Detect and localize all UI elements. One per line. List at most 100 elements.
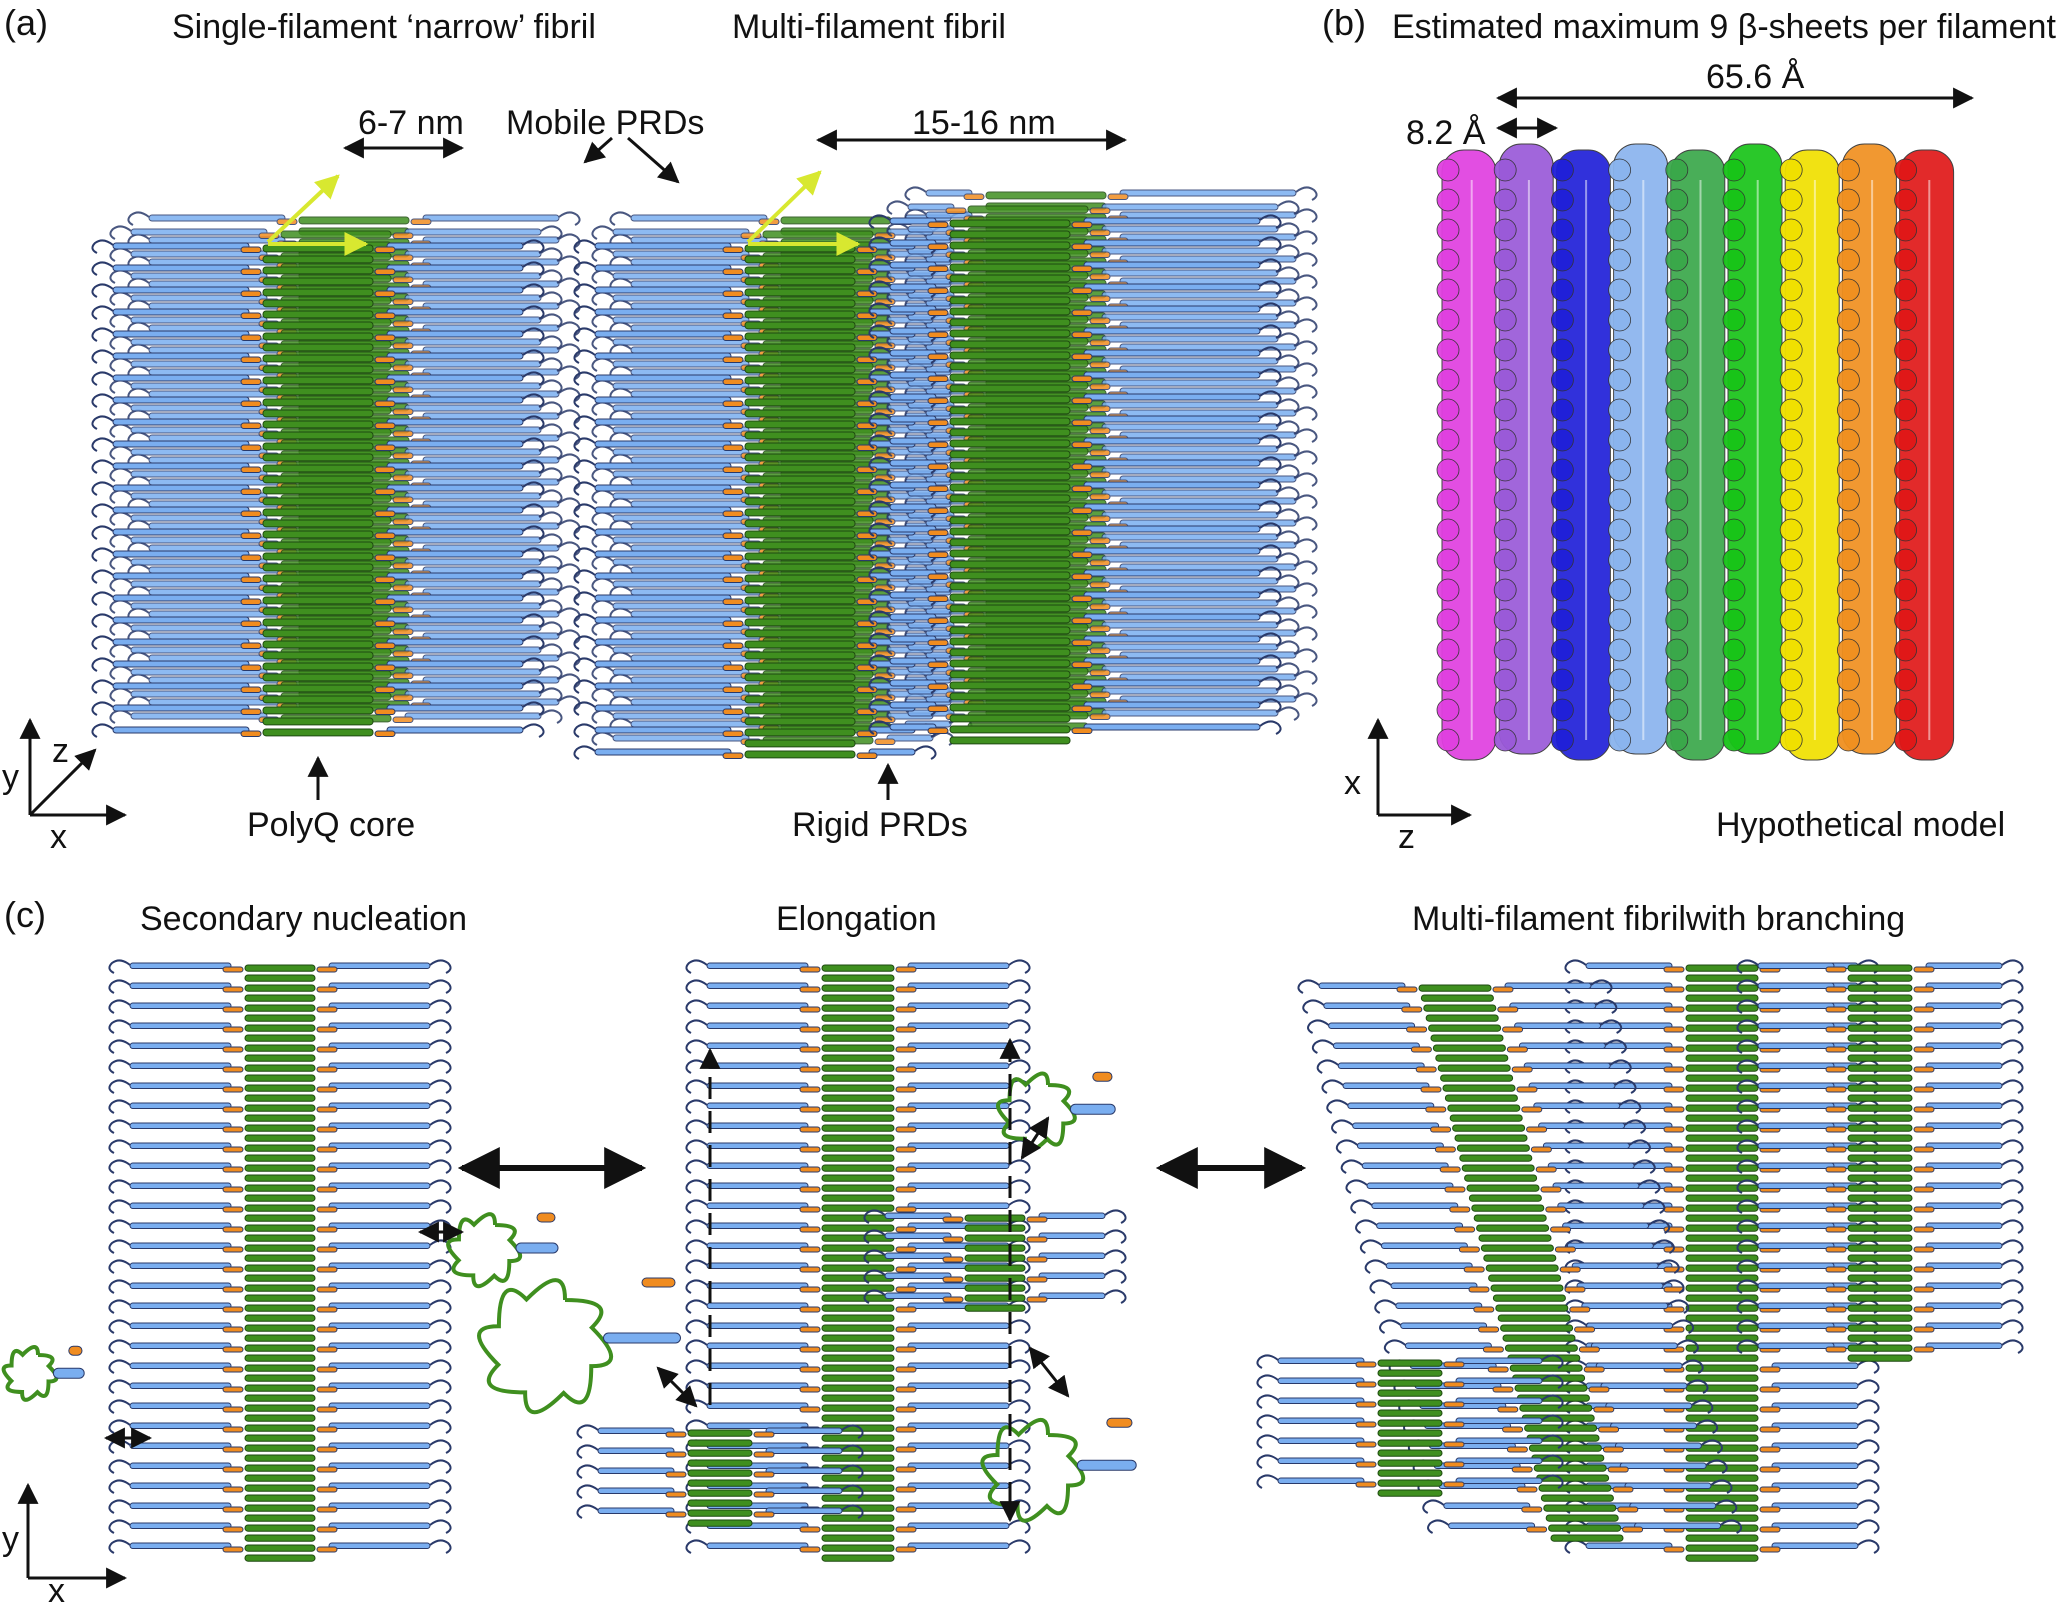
sheet-bump xyxy=(1779,338,1803,362)
prd-blue-right xyxy=(328,1322,431,1329)
prd-blue-right xyxy=(907,1082,1010,1089)
polyq-strand xyxy=(949,560,1071,569)
prd-blue-right xyxy=(1083,503,1261,511)
prd-blue-left xyxy=(112,682,250,690)
prd-hook xyxy=(522,723,545,738)
prd-blue-right xyxy=(404,470,542,478)
prd-hook xyxy=(868,214,891,229)
polyq-strand xyxy=(1461,1164,1535,1172)
prd-orange-right xyxy=(1759,1506,1781,1513)
panel-c-axes xyxy=(17,1482,128,1589)
prd-orange-left xyxy=(927,375,949,382)
prd-blue-right xyxy=(1925,1142,2003,1149)
sheet-bump xyxy=(1837,518,1860,542)
prd-orange-left xyxy=(1663,1126,1685,1133)
prd-hook xyxy=(429,979,452,994)
polyq-strand xyxy=(280,230,392,239)
prd-blue-left xyxy=(594,374,732,382)
prd-hook xyxy=(1657,1259,1680,1274)
polyq-strand xyxy=(821,1154,895,1162)
prd-blue-left xyxy=(1585,1542,1673,1549)
prd-hook xyxy=(1295,230,1318,245)
sheet-bump xyxy=(1436,548,1460,572)
prd-orange-right xyxy=(895,1466,917,1473)
polyq-strand xyxy=(262,673,374,682)
prd-hook xyxy=(1331,1119,1354,1134)
prd-blue-left xyxy=(594,704,732,712)
prd-blue-right xyxy=(386,242,524,250)
prd-blue-right xyxy=(328,1362,431,1369)
prd-blue-right xyxy=(386,264,524,272)
polyq-strand xyxy=(244,994,316,1002)
polyq-strand xyxy=(1543,1504,1617,1512)
prd-blue-right xyxy=(386,462,524,470)
polyq-strand xyxy=(821,1194,895,1202)
prd-orange-right xyxy=(374,444,396,451)
prd-blue-right xyxy=(1925,1282,2003,1289)
prd-orange-left xyxy=(222,1466,244,1473)
prd-orange-right xyxy=(895,1546,917,1553)
prd-hook xyxy=(558,651,581,666)
prd-orange-right xyxy=(1443,1481,1465,1488)
prd-orange-right xyxy=(392,298,414,305)
prd-blue-left xyxy=(1277,1397,1365,1404)
prd-blue-left xyxy=(889,239,937,247)
prd-orange-left xyxy=(722,488,744,495)
polyq-strand xyxy=(244,1474,316,1482)
sheet-bump xyxy=(1665,578,1689,602)
prd-hook xyxy=(591,445,614,460)
prd-orange-left xyxy=(799,1306,821,1313)
polyq-strand xyxy=(744,354,856,363)
prd-orange-right xyxy=(374,356,396,363)
polyq-strand xyxy=(1847,1314,1913,1322)
prd-hook xyxy=(429,1379,452,1394)
polyq-strand xyxy=(1447,1104,1521,1112)
polyq-strand xyxy=(262,530,374,539)
polyq-strand xyxy=(1685,1454,1759,1462)
prd-orange-right xyxy=(392,694,414,701)
prd-orange-right xyxy=(753,1511,775,1518)
prd-orange-right xyxy=(374,686,396,693)
prd-blue-left xyxy=(1328,1022,1416,1029)
polyq-strand xyxy=(744,728,856,737)
polyq-strand xyxy=(1377,1459,1443,1467)
sheet-bump xyxy=(1779,668,1803,692)
sheet-bump xyxy=(1436,428,1460,452)
polyq-strand xyxy=(964,1244,1026,1252)
prd-blue-right xyxy=(1528,1082,1616,1089)
prd-orange-right xyxy=(856,752,878,759)
fibril-layer xyxy=(91,239,545,738)
polyq-strand xyxy=(1847,1044,1913,1052)
polyq-strand xyxy=(821,1304,895,1312)
prd-blue-right xyxy=(386,440,524,448)
polyq-strand xyxy=(1685,1124,1759,1132)
prd-orange-left xyxy=(222,1526,244,1533)
polyq-strand xyxy=(244,1264,316,1272)
prd-blue-left xyxy=(612,250,750,258)
prd-orange-right xyxy=(316,1526,338,1533)
mobile-prds-label: Mobile PRDs xyxy=(506,104,705,142)
prd-hook xyxy=(91,437,114,452)
prd-orange-left xyxy=(942,1256,964,1263)
prd-hook xyxy=(522,525,545,540)
prd-hook xyxy=(540,489,563,504)
prd-orange-right xyxy=(1071,683,1093,690)
polyq-strand xyxy=(1440,1074,1514,1082)
sheet-bump xyxy=(1837,578,1860,602)
polyq-strand xyxy=(821,1054,895,1062)
prd-orange-right xyxy=(1443,1441,1465,1448)
prd-orange-left xyxy=(1497,1406,1519,1413)
prd-orange-right xyxy=(1089,713,1111,720)
prd-blue-right xyxy=(328,962,431,969)
prd-orange-right xyxy=(1569,1306,1591,1313)
sheet-bump xyxy=(1894,188,1917,212)
sheet-bump xyxy=(1436,698,1460,722)
prd-hook xyxy=(1259,390,1282,405)
prd-orange-left xyxy=(1425,1106,1447,1113)
prd-blue-right xyxy=(386,528,524,536)
polyq-strand xyxy=(744,563,856,572)
prd-blue-right xyxy=(907,1422,1010,1429)
prd-orange-right xyxy=(1588,1386,1610,1393)
prd-blue-left xyxy=(112,484,250,492)
prd-hook xyxy=(429,1359,452,1374)
